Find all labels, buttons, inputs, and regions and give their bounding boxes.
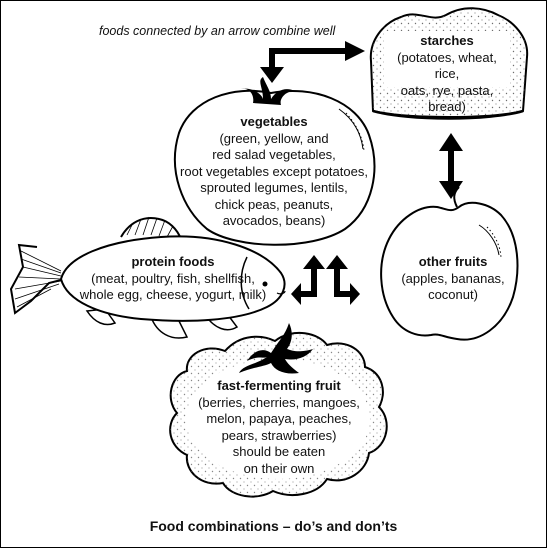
apple-icon [380,186,519,341]
protein-title: protein foods [131,254,215,269]
fast-fruit-line: melon, papaya, peaches, [206,411,352,426]
vegetables-label: vegetables (green, yellow, and red salad… [171,114,377,230]
vegetables-line: root vegetables except potatoes, [180,163,368,179]
vegetables-line: (green, yellow, and [219,130,329,146]
arrow-vegetables-otherfruits [326,255,360,305]
vegetables-title: vegetables [240,114,308,129]
protein-line: (meat, poultry, fish, shellfish, [91,270,255,286]
protein-label: protein foods (meat, poultry, fish, shel… [69,254,277,304]
starches-line: oats, rye, pasta, bread) [400,82,494,115]
tomato-icon [174,77,376,246]
other-fruits-title: other fruits [418,254,488,269]
vegetables-line: red salad vegetables, [212,147,336,162]
starches-line: (potatoes, wheat, rice, [397,49,497,82]
fish-icon [9,216,286,339]
berry-icon [169,323,388,498]
arrow-vegetables-protein [291,255,325,305]
figure-caption: Food combinations – do’s and don’ts [149,518,398,534]
vegetables-line: chick peas, peanuts, [214,196,334,212]
fast-fruit-line: on their own [243,460,315,476]
fast-fruit-label: fast-fermenting fruit (berries, cherries… [193,378,365,477]
fast-fruit-line: pears, strawberries) [221,427,337,443]
vegetables-line: avocados, beans) [222,213,326,228]
other-fruits-line: (apples, bananas, [401,270,505,286]
starches-label: starches (potatoes, wheat, rice, oats, r… [384,33,510,116]
arrow-starches-otherfruits [439,133,463,199]
legend-note: foods connected by an arrow combine well [99,24,336,38]
vegetables-line: sprouted legumes, lentils, [200,180,348,195]
bread-icon [369,7,529,120]
fast-fruit-line: (berries, cherries, mangoes, [198,394,360,410]
arrow-vegetables-starches [260,41,365,83]
other-fruits-line: coconut) [428,287,478,302]
other-fruits-label: other fruits (apples, bananas, coconut) [393,254,513,304]
protein-line: whole egg, cheese, yogurt, milk) [79,287,267,302]
starches-title: starches [420,33,474,48]
fast-fruit-line: should be eaten [232,444,326,459]
fast-fruit-title: fast-fermenting fruit [217,378,341,393]
